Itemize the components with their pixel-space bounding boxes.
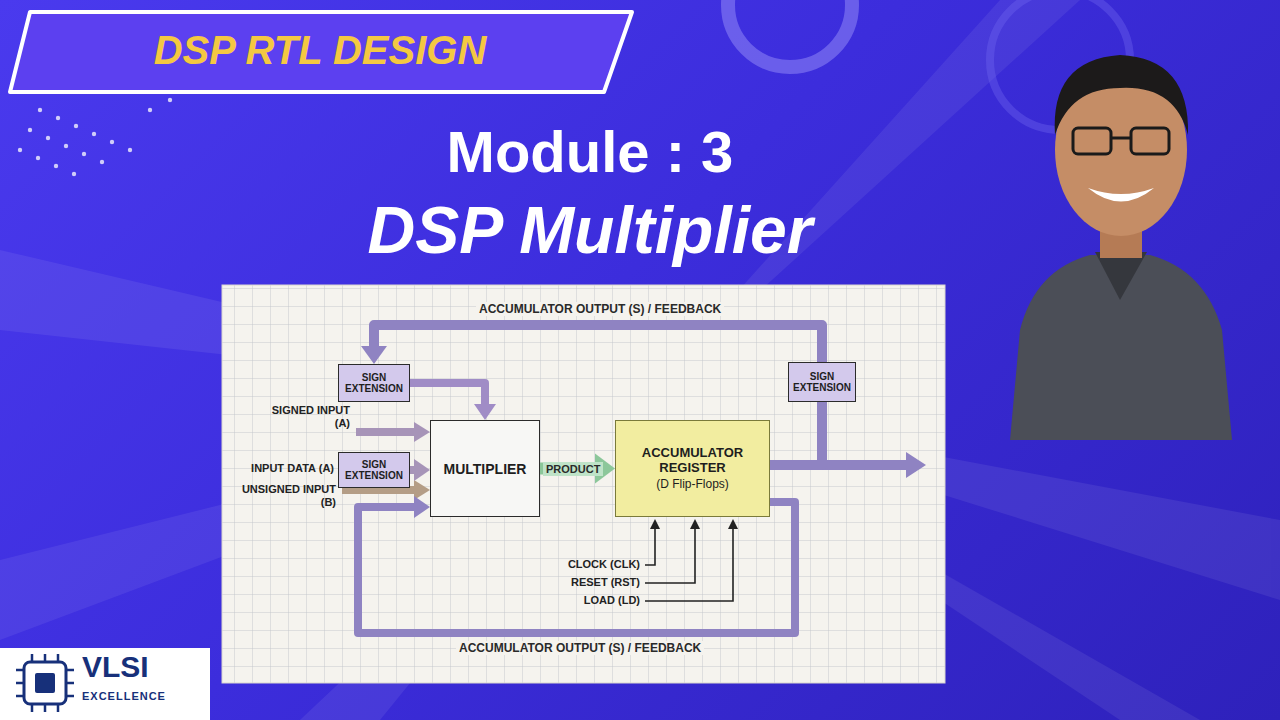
dot-pattern [18, 98, 172, 176]
arrowhead [414, 422, 430, 442]
smile [1088, 188, 1154, 202]
arrowhead [414, 459, 430, 481]
signal-name: INPUT DATA (A) [224, 462, 334, 475]
dot [28, 128, 32, 132]
module-heading: Module : 3 [300, 118, 880, 185]
dot [168, 98, 172, 102]
signal-name: UNSIGNED INPUT (B) [232, 483, 336, 509]
presenter-photo [1010, 55, 1232, 440]
signal-name: RESET (RST) [530, 576, 640, 589]
chip-pins [16, 654, 74, 712]
reset-wire [645, 528, 695, 583]
connector [361, 325, 822, 364]
connector [410, 383, 496, 420]
signal-name: SIGNED INPUT (A) [258, 404, 350, 430]
sign-extension-box: SIGN EXTENSION [338, 452, 410, 488]
title-banner [10, 12, 632, 92]
sign-extension-box: SIGN EXTENSION [788, 362, 856, 402]
connector-label: ACCUMULATOR OUTPUT (S) / FEEDBACK [456, 641, 704, 655]
ring-decoration [728, 0, 852, 67]
dot [38, 108, 42, 112]
chip-core [35, 673, 55, 693]
dot [64, 144, 68, 148]
arrowhead [361, 346, 387, 364]
dot [56, 116, 60, 120]
connector-line [770, 402, 822, 465]
logo [0, 648, 210, 720]
accumulator-register: ACCUMULATOR REGISTER (D Flip-Flops) [615, 420, 770, 517]
arrowhead [690, 519, 700, 529]
node-text: MULTIPLIER [444, 461, 527, 477]
dot [148, 108, 152, 112]
chip-icon [24, 662, 66, 704]
node-text: SIGN EXTENSION [791, 371, 853, 393]
dot [72, 172, 76, 176]
connector-label: PRODUCT [543, 462, 603, 476]
connector-line [374, 325, 822, 362]
dot [18, 148, 22, 152]
logo-subtext: EXCELLENCE [82, 690, 206, 702]
dot [46, 136, 50, 140]
arrowhead [414, 496, 430, 518]
signal-name: LOAD (LD) [530, 594, 640, 607]
dot [36, 156, 40, 160]
connector [770, 402, 822, 465]
logo-text: VLSI [82, 650, 202, 684]
connector-line [358, 502, 795, 633]
logo-panel [0, 648, 210, 720]
arrowhead [474, 404, 496, 420]
signal-name: CLOCK (CLK) [530, 558, 640, 571]
arrowhead [728, 519, 738, 529]
topic-heading: DSP Multiplier [240, 192, 940, 268]
dot [110, 140, 114, 144]
dot [128, 148, 132, 152]
signed-input-arrow [356, 428, 416, 436]
dot [74, 124, 78, 128]
banner-title: DSP RTL DESIGN [30, 28, 610, 73]
load-wire [645, 528, 733, 601]
connector [410, 459, 430, 481]
hair [1055, 55, 1188, 135]
graph-paper [222, 285, 945, 683]
dot [92, 132, 96, 136]
collar [1095, 252, 1147, 300]
glasses [1073, 128, 1111, 154]
dot [54, 164, 58, 168]
arrowhead [414, 480, 430, 500]
glasses [1131, 128, 1169, 154]
connector-label: ACCUMULATOR OUTPUT (S) / FEEDBACK [476, 302, 724, 316]
node-text: ACCUMULATOR REGISTER [618, 445, 767, 475]
node-text: SIGN EXTENSION [341, 372, 407, 394]
arrowhead [906, 452, 926, 478]
dot [100, 160, 104, 164]
node-text: SIGN EXTENSION [341, 459, 407, 481]
dot [82, 152, 86, 156]
sign-extension-box: SIGN EXTENSION [338, 364, 410, 402]
clock-wire [645, 528, 655, 565]
node-text: (D Flip-Flops) [656, 477, 729, 492]
glasses-bridge [1111, 137, 1131, 140]
connector-line [410, 383, 485, 406]
arrowhead [650, 519, 660, 529]
connector [540, 454, 615, 484]
multiplier-block: MULTIPLIER [430, 420, 540, 517]
